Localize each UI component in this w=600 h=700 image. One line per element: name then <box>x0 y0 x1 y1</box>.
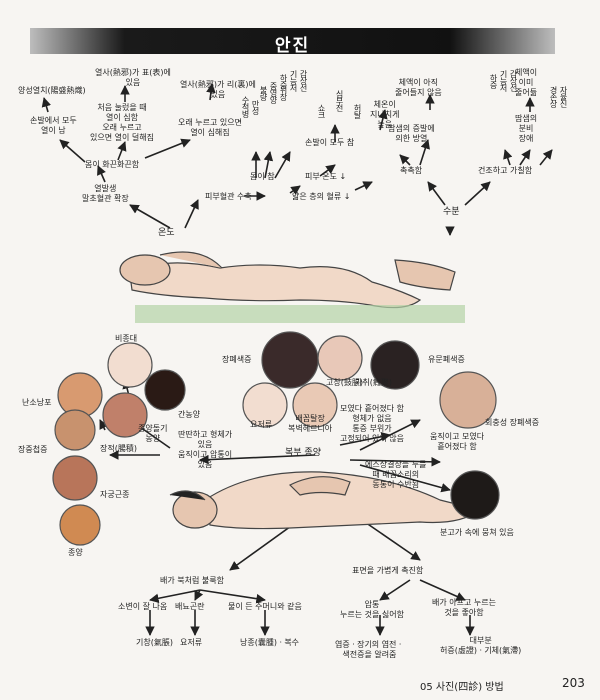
node-temp-too-high: 체온이 지나치게 높음 <box>370 100 400 129</box>
node-moisture: 수분 <box>443 207 460 217</box>
node-hypothyroid-2: 갑상선 기능저 하증 <box>489 70 518 91</box>
node-appendix-abscess: 종양돌기 농양 <box>138 424 168 443</box>
node-heat-evil-surface: 열사(熱邪)가 표(表)에 있음 <box>95 68 171 87</box>
node-moist: 촉촉함 <box>400 166 423 175</box>
node-body-hot: 몸이 화끈화끈함 <box>85 160 140 169</box>
title-banner: 안진 <box>30 28 555 56</box>
node-splenomegaly: 비종대 <box>115 334 138 343</box>
node-hands-feet-cold: 손발이 모두 참 <box>305 138 355 147</box>
node-malnutrition: 위장 중영양 불량 <box>259 82 288 103</box>
node-body-cold: 몸이 참 <box>250 172 275 181</box>
node-chronic-wasting: 만성 수척병 <box>241 96 260 117</box>
node-sweat-evaporation: 땀샘의 증발에 의한 방열 <box>388 124 435 143</box>
node-fluid-not-reduced: 체액이 아직 줄어들지 않음 <box>395 78 442 97</box>
node-yang-excess-heat: 양성열치(陽盛熱熾) <box>18 86 86 95</box>
node-long-press-hotter: 오래 누르고 있으면 열이 심해짐 <box>178 118 242 137</box>
node-vasoconstriction: 피부혈관 수축 <box>205 192 252 201</box>
node-hypothyroid-1: 갑상선 기능저 하증 <box>279 70 308 91</box>
node-intestinal-mass: 장적(腸積) <box>100 444 137 453</box>
node-liver-abscess: 간농양 <box>178 410 201 419</box>
node-initial-press-hot: 처음 눌렀을 때 열이 심함 오래 누르고 있으면 열이 덜해짐 <box>90 103 154 142</box>
node-stool-mass: 분고가 속에 뭉쳐 있음 <box>440 528 514 537</box>
node-heat-evil-interior: 열사(熱邪)가 리(裏)에 있음 <box>180 80 256 99</box>
node-cyst-ascites: 낭종(囊腫)ㆍ복수 <box>240 638 300 647</box>
node-tumor: 종양 <box>68 548 83 557</box>
node-roundworm-obstruction: 회충성 장폐색증 <box>485 418 540 427</box>
node-qi-distension: 기창(氣脹) <box>136 638 173 647</box>
node-skin-temp-down: 피부 온도 ↓ <box>305 172 347 181</box>
node-umbilical-hernia: 배꼽탈장 복벽헤르니아 <box>288 414 333 433</box>
node-inflammation: 염증ㆍ장기의 염전ㆍ 색전증을 알려줌 <box>335 640 404 659</box>
node-water-bag: 물이 든 주머니와 같음 <box>228 602 302 611</box>
node-gachwi: 가취(瘕聚) <box>355 378 392 387</box>
node-temperature: 온도 <box>158 228 175 238</box>
node-moving-gathering: 움직이고 모였다 흩어졌다 함 <box>430 432 485 451</box>
node-urination-difficult: 배뇨곤란 <box>175 602 205 611</box>
node-shallow-blood-flow: 얇은 층의 혈류 ↓ <box>292 192 351 201</box>
footer-chapter: 05 사진(四診) 방법 <box>420 682 504 693</box>
node-urinary-retention-2: 요저류 <box>180 638 203 647</box>
node-uterine-fibroid: 자궁근종 <box>100 490 130 499</box>
patient-supine-illustration <box>169 471 482 530</box>
node-pyloric-obstruction: 유문폐색증 <box>428 355 465 364</box>
patient-prone-illustration <box>119 251 456 309</box>
node-urination-ok: 소변이 잘 나옴 <box>118 602 168 611</box>
node-intestinal-obstruction: 장폐색증 <box>222 355 252 364</box>
node-deficiency: 대부분 허증(虛證)ㆍ기체(氣滯) <box>440 636 522 655</box>
node-abdominal-tumor: 복부 종양 <box>285 448 321 458</box>
node-autonomic-damage: 자율신 경손상 <box>549 86 568 107</box>
node-gathering-scattering: 모였다 흩어졌다 함 형체가 없음 통증 부위가 고정되어 있지 않음 <box>340 404 404 443</box>
node-tenderness: 압통 누르는 것을 싫어함 <box>340 600 404 619</box>
node-fluid-reduced: 체액이 이미 줄어듦 <box>515 68 538 97</box>
node-drum-like-abdomen: 배가 북처럼 불룩함 <box>160 576 224 585</box>
page-title: 안진 <box>274 36 311 56</box>
node-light-palpation: 표면을 가볍게 촉진함 <box>352 566 424 575</box>
node-pain-likes-press: 배가 아프고 누르는 것을 좋아함 <box>432 598 496 617</box>
node-tympanites: 고창(鼓脹) <box>326 378 363 387</box>
page-number: 203 <box>562 676 585 690</box>
node-hands-feet-hot: 손발에서 모두 열이 남 <box>30 116 77 135</box>
node-sweat-gland-disorder: 땀샘의 분비 장애 <box>515 114 538 143</box>
node-intussusception: 장중첩증 <box>18 445 48 454</box>
node-heat-generation: 열발생 말초혈관 확장 <box>82 184 129 203</box>
node-ovarian-cyst: 난소낭포 <box>22 398 52 407</box>
node-collapse: 허탈 <box>353 104 362 118</box>
node-heart-failure: 심부전 <box>335 90 344 111</box>
node-dry-rough: 건조하고 가칠함 <box>478 166 533 175</box>
node-urinary-retention-1: 요저류 <box>250 420 273 429</box>
node-sigmoid-pain: 에스상결장을 누를 때 배꼽소리의 동통이 수반됨 <box>365 460 427 489</box>
node-shock: 쇼크 <box>317 104 326 118</box>
node-hard-shaped: 딴딴하고 형체가 있음 움직이고 압통이 있음 <box>178 430 233 469</box>
organ-images <box>52 331 500 546</box>
